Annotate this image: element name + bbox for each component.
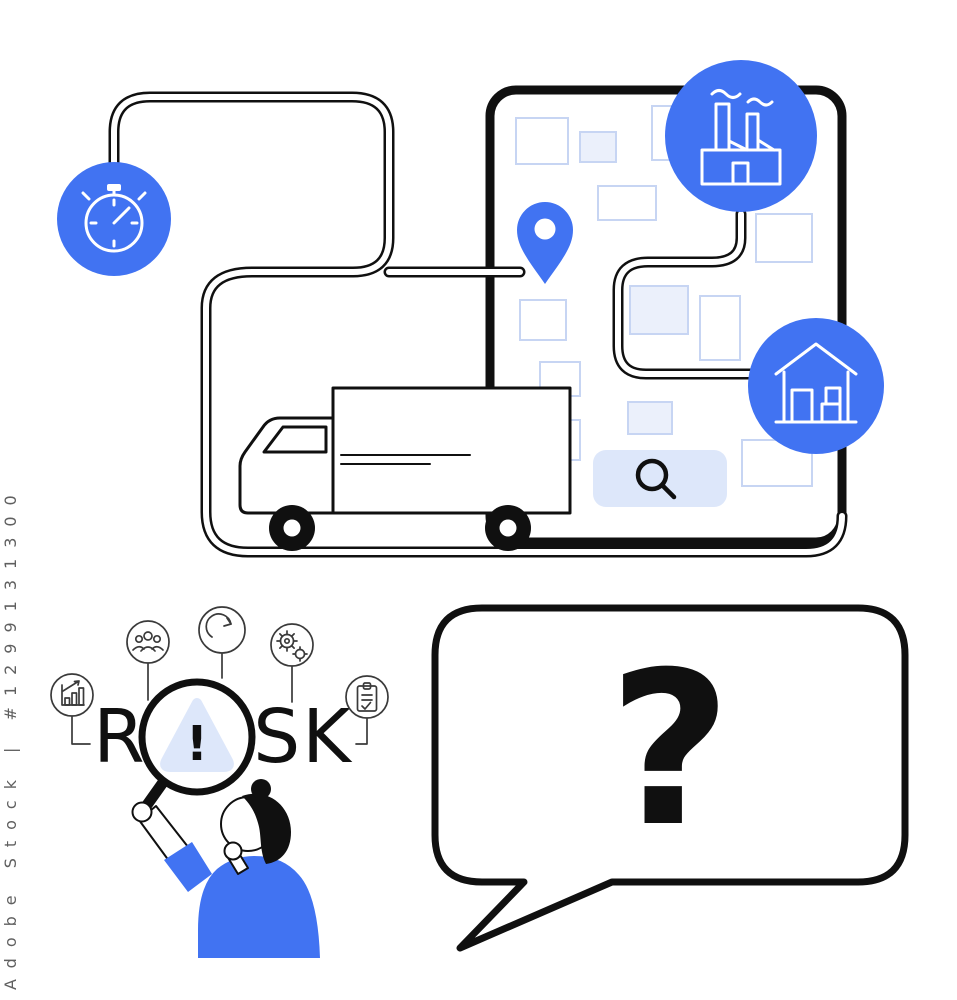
gears-icon xyxy=(270,623,314,667)
hair xyxy=(242,793,291,864)
truck-window xyxy=(262,425,328,454)
watermark: Adobe Stock | #1299131300 xyxy=(1,484,20,990)
search-bar xyxy=(593,450,727,507)
warning-exclamation: ! xyxy=(186,716,208,772)
location-pin-icon xyxy=(517,202,573,284)
person-figure xyxy=(131,779,320,958)
checklist-icon xyxy=(345,675,389,719)
risk-word-left: R xyxy=(93,694,146,780)
factory-badge xyxy=(665,60,817,212)
truck-wheel xyxy=(269,505,315,551)
stopwatch-icon xyxy=(81,184,147,253)
question-mark: ? xyxy=(609,626,732,873)
risk-word-right: SK xyxy=(253,694,353,780)
risk-scene: R SK xyxy=(50,606,389,958)
delivery-truck xyxy=(238,386,572,551)
warehouse-badge xyxy=(748,318,884,454)
warning-triangle-icon xyxy=(160,698,234,772)
warehouse-icon xyxy=(774,342,858,424)
hair-bun xyxy=(251,779,271,799)
chin-hand xyxy=(223,841,243,861)
factory-icon xyxy=(700,89,782,186)
refresh-icon xyxy=(198,606,246,654)
sleeve xyxy=(164,842,212,892)
stopwatch-badge xyxy=(57,162,171,276)
logistics-scene xyxy=(57,60,884,558)
truck-wheel xyxy=(485,505,531,551)
bar-chart-icon xyxy=(50,673,94,717)
search-icon xyxy=(635,458,677,500)
shirt xyxy=(198,856,320,958)
connector-lines xyxy=(71,653,368,745)
speech-bubble: ? xyxy=(431,604,909,952)
hand xyxy=(131,801,153,823)
map-blocks xyxy=(515,105,813,487)
magnifier-icon: ! xyxy=(136,678,256,818)
team-icon xyxy=(126,620,170,664)
route-roads xyxy=(108,91,848,558)
